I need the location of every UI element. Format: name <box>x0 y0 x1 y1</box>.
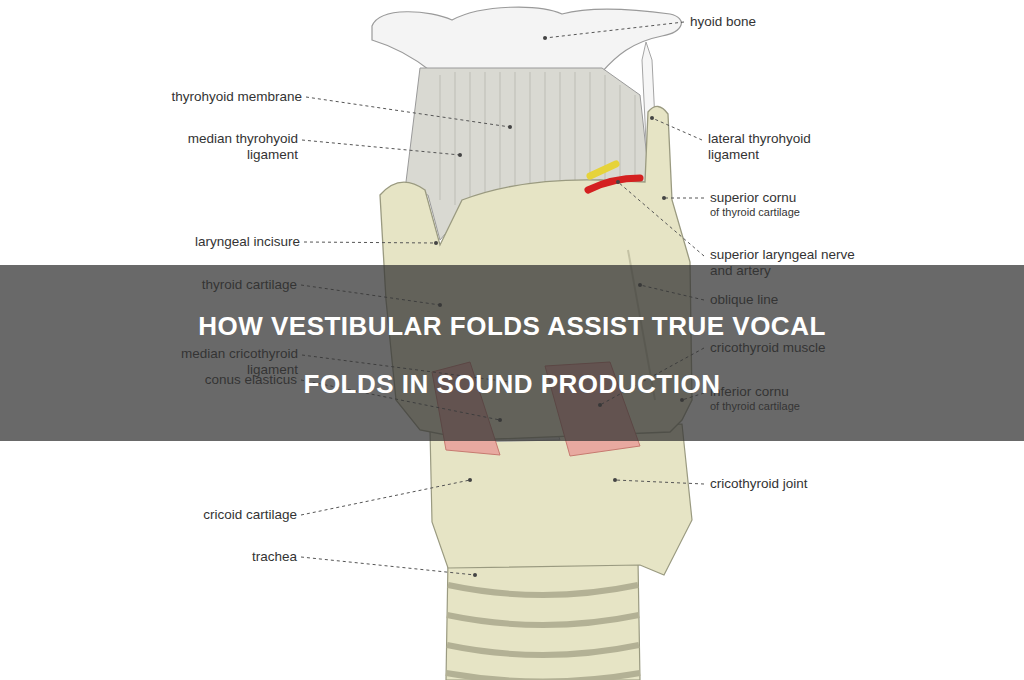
title-banner: HOW VESTIBULAR FOLDS ASSIST TRUE VOCAL F… <box>0 265 1024 441</box>
artery-drawing <box>588 178 640 190</box>
hyoid-bone-drawing <box>372 7 681 72</box>
part-label: cricothyroid joint <box>710 476 808 492</box>
part-label: lateral thyrohyoid ligament <box>708 131 848 163</box>
trachea-drawing <box>446 560 640 680</box>
nerve-drawing <box>590 164 616 176</box>
part-label: superior cornu <box>710 190 796 206</box>
part-label: of thyroid cartilage <box>710 206 800 219</box>
part-label: cricoid cartilage <box>203 507 297 523</box>
part-label: trachea <box>252 549 297 565</box>
part-label: median thyrohyoid ligament <box>158 131 298 163</box>
part-label: hyoid bone <box>690 14 756 30</box>
part-label: thyrohyoid membrane <box>171 89 302 105</box>
banner-title: HOW VESTIBULAR FOLDS ASSIST TRUE VOCAL F… <box>162 297 862 413</box>
part-label: laryngeal incisure <box>195 234 300 250</box>
